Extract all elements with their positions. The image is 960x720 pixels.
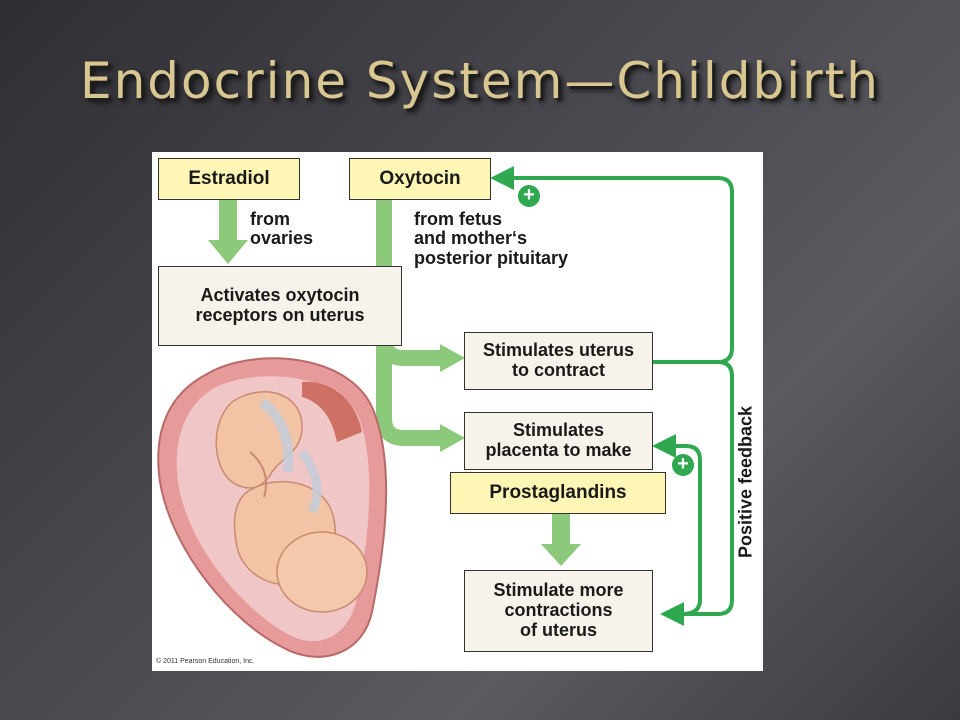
oxytocin-box: Oxytocin <box>349 158 491 200</box>
prostaglandins-down-arrow <box>541 514 581 566</box>
childbirth-diagram: Estradiol Oxytocin from ovaries from fet… <box>152 152 763 671</box>
estradiol-down-arrow <box>208 200 248 264</box>
stimulates-uterus-box: Stimulates uterus to contract <box>464 332 653 390</box>
prostaglandins-box: Prostaglandins <box>450 472 666 514</box>
stimulates-placenta-box: Stimulates placenta to make <box>464 412 653 470</box>
feedback-loop-to-contractions <box>660 360 734 626</box>
slide-title: Endocrine System—Childbirth <box>80 52 880 110</box>
estradiol-box: Estradiol <box>158 158 300 200</box>
stimulate-more-contractions-box: Stimulate more contractions of uterus <box>464 570 653 652</box>
from-fetus-label: from fetus and mother‘s posterior pituit… <box>414 209 569 268</box>
positive-sign-inner: + <box>672 454 694 476</box>
positive-sign-top: + <box>518 185 540 207</box>
copyright-text: © 2011 Pearson Education, Inc. <box>156 658 255 665</box>
arrow-head-placenta <box>440 424 465 452</box>
from-ovaries-label: from ovaries <box>250 209 314 249</box>
feedback-loop-inner <box>652 434 702 616</box>
positive-feedback-label: Positive feedback <box>735 405 756 559</box>
activates-oxytocin-box: Activates oxytocin receptors on uterus <box>158 266 402 346</box>
diagram-arrows-and-illustration <box>157 166 734 658</box>
fetus-in-uterus-illustration <box>157 357 388 658</box>
arrow-head-uterus <box>440 344 465 372</box>
